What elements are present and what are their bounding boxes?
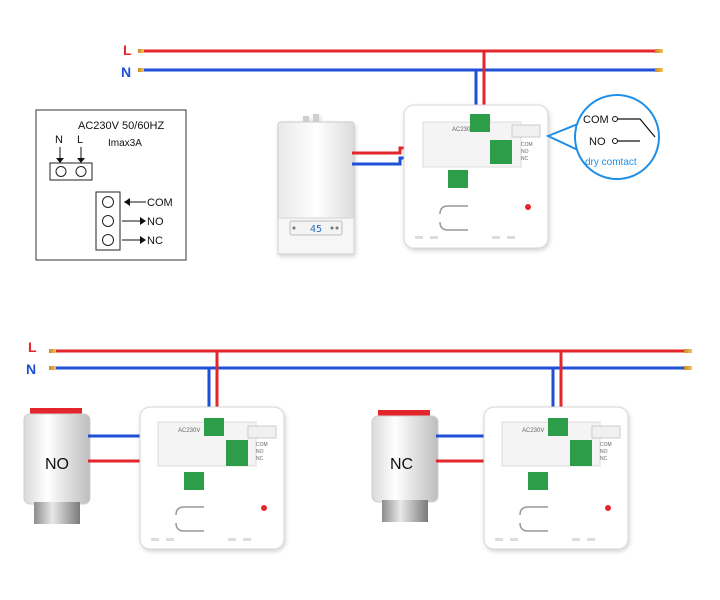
- spec-no: NO: [147, 216, 164, 228]
- thermostat-right-nc: NC: [600, 456, 608, 462]
- spec-terminal-n: N: [55, 134, 63, 146]
- top-line-wire: [138, 49, 663, 53]
- dry-contact-callout: COM NO dry comtact: [545, 94, 660, 180]
- thermostat-top-nc: NC: [521, 156, 529, 162]
- thermostat-left-no: NO: [256, 449, 264, 455]
- spec-terminal-l: L: [77, 134, 83, 146]
- spec-rating: AC230V 50/60HZ: [78, 120, 164, 132]
- thermostat-top-power-label: AC230V: [452, 127, 474, 133]
- thermostat-right-no: NO: [600, 449, 608, 455]
- actuator-right: NC: [371, 410, 439, 522]
- thermostat-top-no: NO: [521, 149, 529, 155]
- spec-relay-terminals: [95, 191, 121, 251]
- thermostat-top-com: COM: [521, 142, 533, 148]
- spec-power-arrows: [56, 147, 85, 163]
- spec-current: Imax3A: [108, 138, 142, 149]
- top-line-label: L: [123, 42, 132, 58]
- top-neutral-label: N: [121, 64, 131, 80]
- top-section: L N AC230V 50/60HZ Imax3A N L: [35, 42, 663, 261]
- spec-relay-arrows: [122, 198, 146, 244]
- thermostat-right-com: COM: [600, 442, 612, 448]
- bottom-neutral-label: N: [26, 361, 36, 377]
- thermostat-left-com: COM: [256, 442, 268, 448]
- thermostat-left-power-label: AC230V: [178, 428, 200, 434]
- bottom-section: L N NO AC230V: [23, 339, 692, 550]
- bottom-line-wire: [49, 349, 692, 353]
- dry-contact-no: NO: [589, 136, 606, 148]
- thermostat-right: AC230V N L COM NO NC: [483, 406, 629, 550]
- thermostat-left: AC230V N L COM NO NC: [139, 406, 285, 550]
- actuator-left-label: NO: [45, 456, 69, 473]
- dry-contact-com: COM: [583, 114, 609, 126]
- spec-com: COM: [147, 197, 173, 209]
- spec-box: AC230V 50/60HZ Imax3A N L: [35, 109, 187, 261]
- actuator-left: NO: [23, 408, 91, 524]
- spec-power-terminals: [49, 162, 93, 181]
- actuator-right-label: NC: [390, 456, 413, 473]
- thermostat-top: AC230V N L COM NO NC: [403, 104, 549, 249]
- top-neutral-wire: [138, 68, 663, 72]
- bottom-neutral-wire: [49, 366, 692, 370]
- dry-contact-switch-symbol: [612, 116, 656, 144]
- thermostat-right-power-label: AC230V: [522, 428, 544, 434]
- thermostat-left-nc: NC: [256, 456, 264, 462]
- bottom-line-label: L: [28, 339, 37, 355]
- spec-nc: NC: [147, 235, 163, 247]
- boiler-display: 45: [310, 224, 322, 235]
- dry-contact-caption: dry comtact: [585, 157, 637, 168]
- boiler: 45: [277, 114, 355, 255]
